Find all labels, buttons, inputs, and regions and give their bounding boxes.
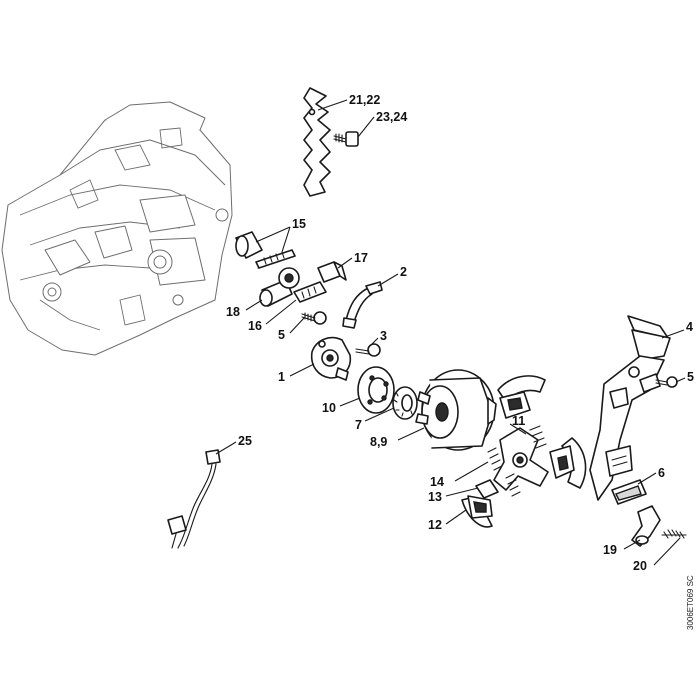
bar-stud-15 — [235, 231, 296, 269]
callout-5-right: 5 — [687, 370, 694, 384]
leader-lines — [215, 99, 686, 566]
worm-gear-10 — [357, 366, 395, 414]
clutch-shoe-upper — [497, 375, 546, 419]
callout-13: 13 — [428, 490, 442, 504]
chain-tensioner-18 — [259, 267, 327, 307]
screw-23-24 — [333, 131, 359, 147]
callout-8-9: 8,9 — [370, 435, 387, 449]
brake-part-6 — [611, 479, 647, 505]
callout-5-left: 5 — [278, 328, 285, 342]
oil-pump-1 — [310, 336, 352, 381]
callout-1: 1 — [278, 370, 285, 384]
callout-7: 7 — [355, 418, 362, 432]
screw-5-left — [301, 311, 327, 325]
callout-23-24: 23,24 — [376, 110, 407, 124]
callout-12: 12 — [428, 518, 442, 532]
callout-20: 20 — [633, 559, 647, 573]
clutch-carrier-11 — [487, 425, 549, 497]
callout-11: 11 — [512, 414, 525, 428]
tensioner-block-17 — [317, 261, 347, 283]
callout-19: 19 — [603, 543, 617, 557]
callout-18: 18 — [226, 305, 240, 319]
callout-14: 14 — [430, 475, 444, 489]
cable-25 — [167, 449, 221, 549]
callout-21-22: 21,22 — [349, 93, 380, 107]
oil-hose-2 — [342, 281, 383, 329]
lever-19 — [631, 505, 661, 547]
callout-25: 25 — [238, 434, 252, 448]
clutch-shoe-right — [549, 437, 587, 489]
engine-housing — [1, 101, 233, 356]
callout-10: 10 — [322, 401, 336, 415]
screw-3 — [355, 343, 381, 357]
callout-4: 4 — [686, 320, 693, 334]
callout-17: 17 — [354, 251, 368, 265]
document-id: 3006ET069 SC — [686, 575, 695, 630]
clutch-drum-8-9 — [415, 369, 497, 451]
spring-20 — [661, 529, 687, 539]
callout-6: 6 — [658, 466, 665, 480]
chain-catcher-plate — [303, 87, 331, 197]
chain-brake-lever-4 — [589, 315, 671, 501]
callout-15: 15 — [292, 217, 306, 231]
needle-cage-7 — [392, 386, 418, 420]
callout-labels: 21,22 23,24 15 17 2 18 16 5 3 1 4 5 10 7… — [226, 93, 694, 573]
callout-3: 3 — [380, 329, 387, 343]
clutch-shoe-lower-12 — [461, 479, 499, 528]
callout-2: 2 — [400, 265, 407, 279]
callout-16: 16 — [248, 319, 262, 333]
